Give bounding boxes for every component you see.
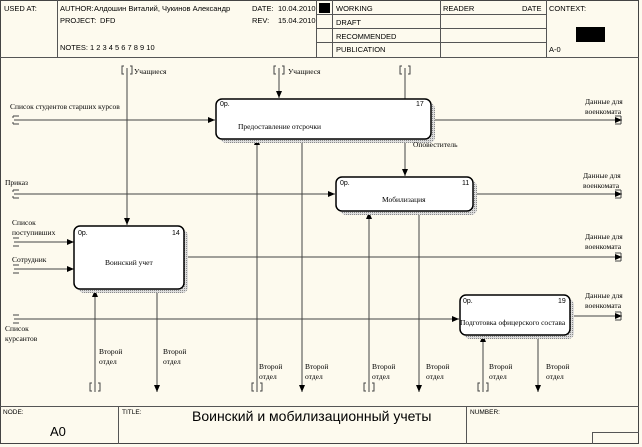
label-data-out-11: Данные для военкомата	[583, 171, 621, 190]
activity-box-11	[335, 176, 474, 212]
rev-label: REV:	[252, 16, 270, 25]
context-box	[576, 27, 605, 42]
project-label: PROJECT:	[60, 16, 97, 25]
title-label: TITLE:	[122, 409, 142, 416]
label-second-dept-4: Второй отдел	[305, 362, 329, 381]
status-draft: DRAFT	[336, 18, 361, 27]
number-label: NUMBER:	[470, 409, 500, 416]
label-order: Приказ	[5, 178, 29, 187]
activity-box-14	[73, 225, 185, 290]
label-second-dept-7: Второй отдел	[489, 362, 513, 381]
label-second-dept-8: Второй отдел	[546, 362, 570, 381]
box-19-cost: 0р.	[463, 298, 473, 305]
status-recommended: RECOMMENDED	[336, 32, 397, 41]
box-14-cost: 0р.	[78, 230, 88, 237]
context-node: A-0	[549, 45, 561, 54]
status-working: WORKING	[336, 4, 373, 13]
author-value: Алдошин Виталий, Чукинов Александр	[94, 4, 231, 13]
context-label: CONTEXT:	[549, 4, 587, 13]
label-data-out-17: Данные для военкомата	[585, 97, 623, 116]
box-14-number: 14	[172, 230, 180, 237]
node-label: NODE:	[3, 409, 24, 416]
label-data-out-19: Данные для военкомата	[585, 291, 623, 310]
label-senior-list: Список студентов старших курсов	[10, 102, 120, 111]
reader-date-label: DATE	[522, 4, 542, 13]
box-19-name[interactable]: Подготовка офицерского состава	[460, 318, 566, 327]
node-value: A0	[50, 424, 66, 439]
notes-label: NOTES:	[60, 43, 88, 52]
used-at-label: USED AT:	[4, 4, 37, 13]
status-publication: PUBLICATION	[336, 45, 386, 54]
label-second-dept-2: Второй отдел	[163, 347, 187, 366]
label-data-out-14: Данные для военкомата	[585, 232, 623, 251]
working-status-marker	[319, 3, 330, 13]
label-students-1: Учащиеся	[134, 67, 167, 76]
activity-box-17	[215, 98, 432, 140]
box-11-number: 11	[462, 180, 470, 187]
box-17-name[interactable]: Предоставление отсрочки	[238, 122, 322, 131]
box-11-name[interactable]: Мобилизация	[382, 195, 426, 204]
label-second-dept-1: Второй отдел	[99, 347, 123, 366]
box-17-cost: 0р.	[220, 101, 230, 108]
label-students-2: Учащиеся	[288, 67, 321, 76]
author-label: AUTHOR:	[60, 4, 94, 13]
box-11-cost: 0р.	[340, 180, 350, 187]
box-17-number: 17	[416, 101, 424, 108]
notes-value: 1 2 3 4 5 6 7 8 9 10	[90, 43, 155, 52]
diagram-title: Воинский и мобилизационный учеты	[192, 408, 432, 424]
box-19-number: 19	[558, 298, 566, 305]
box-14-name[interactable]: Воинский учет	[105, 258, 153, 267]
label-notifier: Оповеститель	[413, 140, 458, 149]
label-second-dept-6: Второй отдел	[426, 362, 450, 381]
reader-label: READER	[443, 4, 475, 13]
label-second-dept-5: Второй отдел	[372, 362, 396, 381]
label-enrollees: Список поступивших	[12, 218, 56, 237]
rev-value: 15.04.2010	[278, 16, 316, 25]
activity-box-19	[459, 294, 571, 336]
label-cadets: Список курсантов	[5, 324, 38, 343]
date-value: 10.04.2010	[278, 4, 316, 13]
label-employee: Сотрудник	[12, 255, 47, 264]
date-label: DATE:	[252, 4, 274, 13]
label-second-dept-3: Второй отдел	[259, 362, 283, 381]
project-value: DFD	[100, 16, 116, 25]
